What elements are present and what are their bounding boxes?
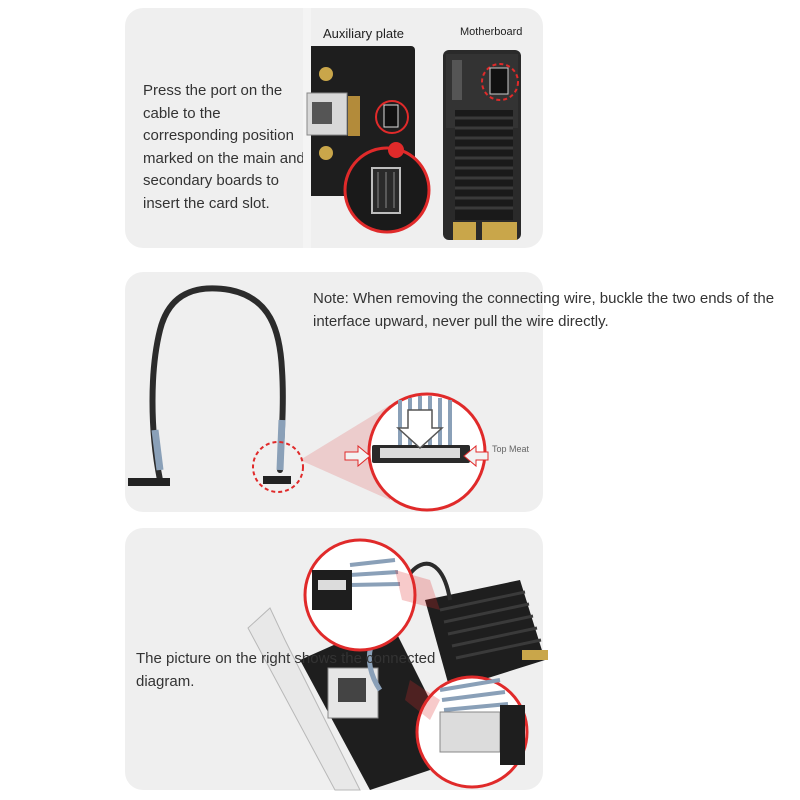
auxiliary-plate-label: Auxiliary plate [323,26,404,41]
step1-text: Press the port on the cable to the corre… [143,82,305,212]
motherboard-label: Motherboard [460,26,523,38]
top-meat-label: Top Meat [492,444,530,454]
step3-text: The picture on the right shows the conne… [136,650,436,690]
removal-note-text: Note: When removing the connecting wire,… [313,290,775,330]
